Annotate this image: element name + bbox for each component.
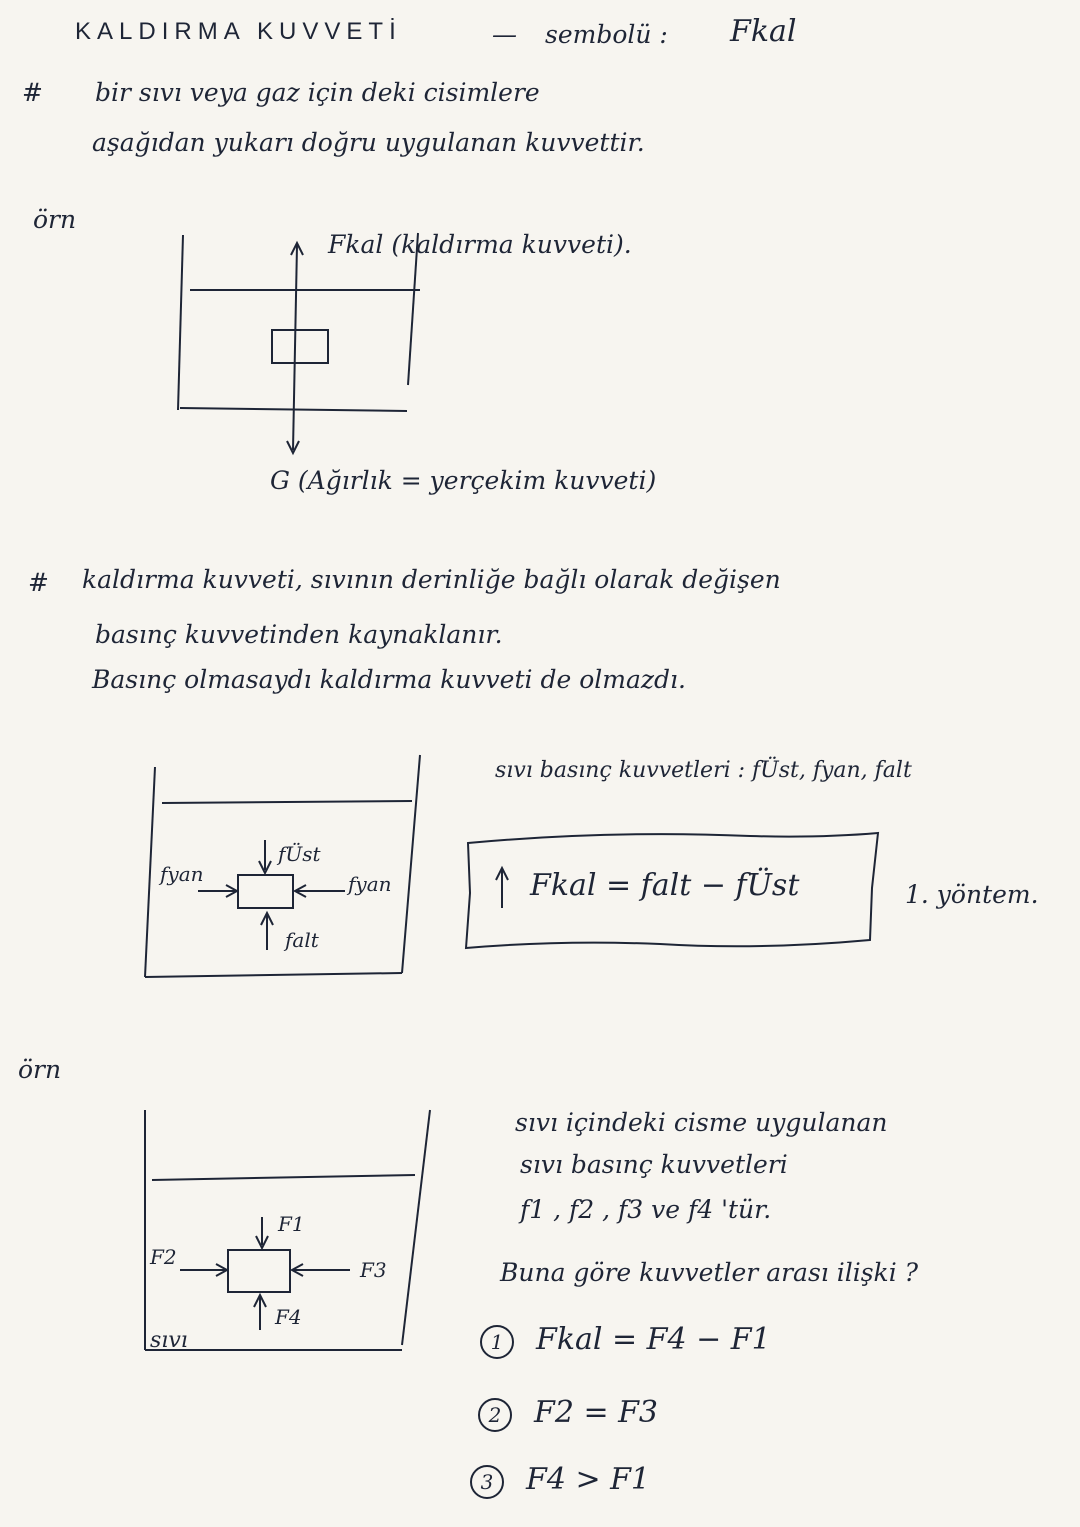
option-2-text: F2 = F3 (534, 1395, 659, 1430)
section-2-bullet: # (28, 568, 49, 597)
option-2: 2 F2 = F3 (478, 1395, 658, 1432)
page-title: KALDIRMA KUVVETİ (75, 18, 402, 45)
f3-label: F3 (360, 1258, 387, 1282)
f2-label: F2 (150, 1245, 177, 1269)
symbol-value: Fkal (730, 14, 797, 49)
option-1-number: 1 (480, 1325, 514, 1359)
liquid-label: sıvı (150, 1328, 188, 1353)
definition-line-1: bir sıvı veya gaz için deki cisimlere (95, 78, 540, 107)
option-2-number: 2 (478, 1398, 512, 1432)
f-yan-left-label: fyan (160, 862, 204, 886)
formula: Fkal = falt − fÜst (530, 868, 800, 903)
f-yan-right-label: fyan (348, 872, 392, 896)
fkal-label: Fkal (kaldırma kuvveti). (328, 230, 632, 259)
option-3-text: F4 > F1 (526, 1462, 651, 1497)
option-3-number: 3 (470, 1465, 504, 1499)
f4-label: F4 (275, 1305, 302, 1329)
option-3: 3 F4 > F1 (470, 1462, 650, 1499)
f-alt-label: falt (285, 928, 319, 952)
pressure-forces-label: sıvı basınç kuvvetleri : fÜst, fyan, fal… (495, 758, 912, 783)
option-1: 1 Fkal = F4 − F1 (480, 1322, 771, 1359)
method-label: 1. yöntem. (905, 880, 1039, 909)
f1-label: F1 (278, 1212, 305, 1236)
example-2-text-1: sıvı içindeki cisme uygulanan (515, 1108, 888, 1137)
example-2-label: örn (18, 1055, 62, 1084)
section-2-line-2: basınç kuvvetinden kaynaklanır. (95, 620, 503, 649)
definition-bullet: # (22, 78, 43, 107)
weight-label: G (Ağırlık = yerçekim kuvveti) (270, 466, 657, 495)
example-2-text-2: sıvı basınç kuvvetleri (520, 1150, 788, 1179)
formula-box (464, 831, 880, 950)
example-1-label: örn (33, 205, 77, 234)
title-dash: — (492, 20, 517, 49)
section-2-line-1: kaldırma kuvveti, sıvının derinliğe bağl… (82, 565, 781, 594)
section-2-line-3: Basınç olmasaydı kaldırma kuvveti de olm… (92, 665, 686, 694)
question-text: Buna göre kuvvetler arası ilişki ? (500, 1258, 919, 1287)
option-1-text: Fkal = F4 − F1 (536, 1322, 771, 1357)
definition-line-2: aşağıdan yukarı doğru uygulanan kuvvetti… (92, 128, 645, 157)
example-2-diagram (144, 1109, 431, 1351)
pressure-diagram (144, 754, 421, 978)
f-ust-label: fÜst (278, 842, 321, 866)
example-2-text-3: f1 , f2 , f3 ve f4 'tür. (520, 1195, 772, 1224)
example-1-diagram (177, 232, 420, 456)
symbol-label: sembolü : (545, 20, 668, 49)
